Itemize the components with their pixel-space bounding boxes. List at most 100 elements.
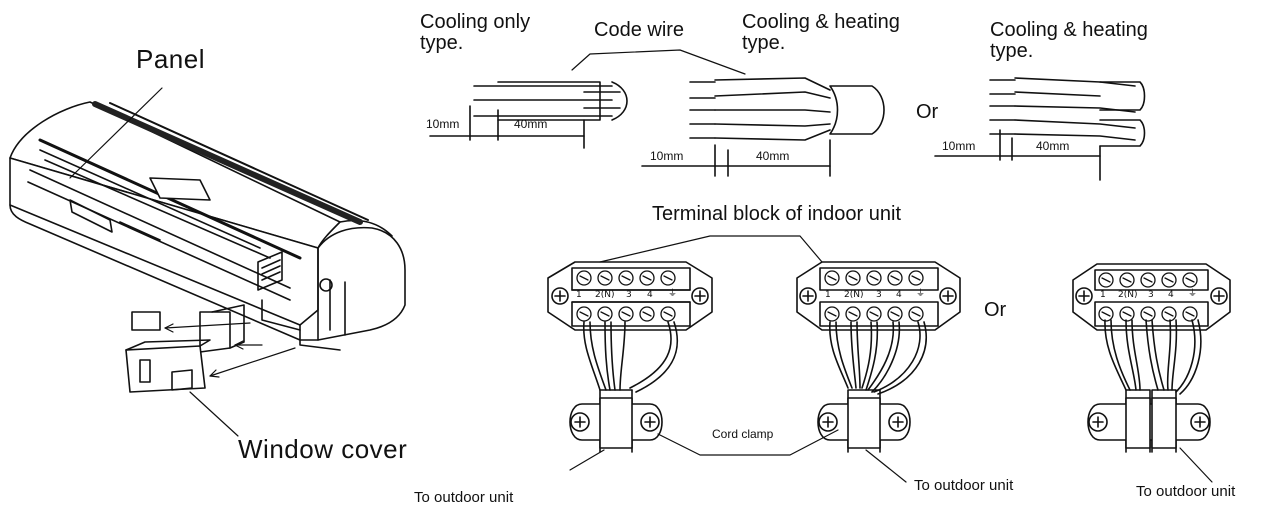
screw-head [1098, 306, 1114, 322]
screw-slot [827, 275, 837, 281]
strip-short-1: 10mm [426, 117, 460, 131]
screw-slot [1101, 311, 1111, 317]
screw-head [618, 270, 634, 286]
term-3-label: 3 [626, 290, 632, 300]
screw-slot [579, 311, 589, 317]
screw-slot [1164, 277, 1174, 283]
screw-slot [1185, 277, 1195, 283]
strip-long-1: 40mm [514, 117, 548, 131]
cooling-only-label: Cooling only type. [420, 11, 531, 54]
screw-head [845, 306, 861, 322]
screw-head [908, 306, 924, 322]
screw-slot [848, 311, 858, 317]
screw-slot [1185, 311, 1195, 317]
term-4-label: 4 [896, 290, 902, 300]
screw-head [576, 270, 592, 286]
screw-head [597, 306, 613, 322]
to-outdoor-label-3: To outdoor unit [1136, 483, 1236, 500]
screw-slot [848, 275, 858, 281]
screw-head [1140, 306, 1156, 322]
screw-head [660, 306, 676, 322]
term-1-label: 1 [825, 290, 831, 300]
screw-head [1119, 272, 1135, 288]
wire-cooling-heating-alt [934, 77, 1146, 181]
screw-head [887, 270, 903, 286]
strip-long-2: 40mm [756, 149, 790, 163]
term-2-label: 2(N) [1118, 290, 1138, 300]
screw-head [1182, 272, 1198, 288]
screw-slot [579, 275, 589, 281]
terminal-block-title: Terminal block of indoor unit [652, 203, 902, 225]
screw-head [866, 306, 882, 322]
terminal-screws [576, 270, 1198, 322]
strip-long-3: 40mm [1036, 139, 1070, 153]
screw-head [824, 306, 840, 322]
indoor-unit-illustration [9, 87, 406, 437]
screw-head [908, 270, 924, 286]
screw-head [1098, 272, 1114, 288]
cord-clamp-2 [817, 397, 911, 449]
screw-head [1182, 306, 1198, 322]
term-4-label: 4 [647, 290, 653, 300]
screw-head [824, 270, 840, 286]
code-wire-label: Code wire [594, 19, 685, 41]
to-outdoor-label-1: To outdoor unit [414, 489, 514, 506]
screw-slot [1143, 311, 1153, 317]
screw-slot [869, 275, 879, 281]
screw-slot [827, 311, 837, 317]
term-4-label: 4 [1168, 290, 1174, 300]
screw-head [576, 306, 592, 322]
screw-slot [600, 311, 610, 317]
cord-clamp-1 [569, 397, 663, 449]
screw-slot [621, 311, 631, 317]
screw-head [1140, 272, 1156, 288]
cord-clamp-label: Cord clamp [712, 427, 774, 441]
cooling-heating-alt-label: Cooling & heating type. [990, 19, 1148, 62]
screw-head [618, 306, 634, 322]
window-cover-label: Window cover [238, 434, 408, 464]
term-2-label: 2(N) [844, 290, 864, 300]
wire-cooling-only [429, 81, 628, 149]
term-ground-label: ⏚ [668, 289, 678, 299]
screw-slot [663, 275, 673, 281]
term-ground-label: ⏚ [1188, 289, 1198, 299]
cord-clamp-3 [1087, 397, 1211, 449]
screw-slot [1101, 277, 1111, 283]
screw-head [1161, 272, 1177, 288]
to-outdoor-label-2: To outdoor unit [914, 477, 1014, 494]
screw-head [845, 270, 861, 286]
screw-slot [663, 311, 673, 317]
wire-cooling-heating [641, 77, 885, 177]
screw-slot [1122, 311, 1132, 317]
term-1-label: 1 [1100, 290, 1106, 300]
screw-slot [911, 275, 921, 281]
screw-head [1119, 306, 1135, 322]
screw-slot [890, 275, 900, 281]
screw-head [887, 306, 903, 322]
screw-slot [642, 311, 652, 317]
screw-head [1161, 306, 1177, 322]
terminal-or-label: Or [984, 299, 1007, 321]
screw-head [866, 270, 882, 286]
screw-slot [642, 275, 652, 281]
screw-slot [600, 275, 610, 281]
screw-head [597, 270, 613, 286]
term-ground-label: ⏚ [916, 289, 926, 299]
screw-slot [890, 311, 900, 317]
term-1-label: 1 [576, 290, 582, 300]
wire-or-label: Or [916, 101, 939, 123]
screw-slot [1143, 277, 1153, 283]
screw-slot [869, 311, 879, 317]
screw-head [660, 270, 676, 286]
strip-short-2: 10mm [650, 149, 684, 163]
term-2-label: 2(N) [595, 290, 615, 300]
screw-slot [621, 275, 631, 281]
screw-slot [1122, 277, 1132, 283]
screw-slot [911, 311, 921, 317]
strip-short-3: 10mm [942, 139, 976, 153]
term-3-label: 3 [876, 290, 882, 300]
screw-head [639, 306, 655, 322]
screw-slot [1164, 311, 1174, 317]
term-3-label: 3 [1148, 290, 1154, 300]
